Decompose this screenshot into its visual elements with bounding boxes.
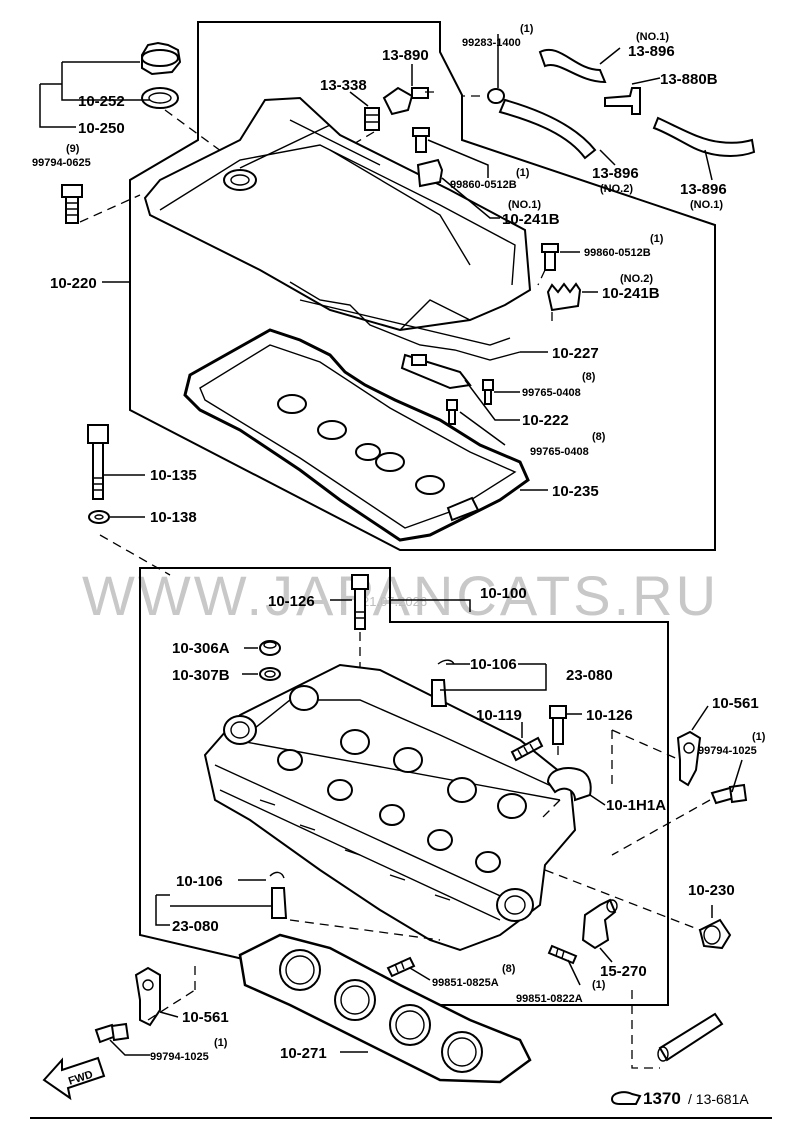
bolt-99794-0625 [61,184,83,224]
label-13-896-b: 13-896 [592,165,639,182]
qty-99794-1025-b: (1) [214,1037,228,1049]
label-10-241b-no2-note: (NO.2) [620,273,653,285]
bracket-10-561-b [134,966,161,1027]
bolt-10-126-b [549,705,567,745]
label-10-106-a: 10-106 [470,656,517,673]
label-13-896-c: 13-896 [680,181,727,198]
label-13-890: 13-890 [382,47,429,64]
label-10-227: 10-227 [552,345,599,362]
qty-99851-0825a: (8) [502,963,516,975]
label-10-235: 10-235 [552,483,599,500]
label-99283-1400: 99283-1400 [462,37,521,49]
valve-guide-upper [431,659,455,707]
stud-99851-0822a [547,944,578,965]
qty-99860-a: (1) [516,167,530,179]
seal-10-306a [259,640,281,656]
label-99765-0408-b: 99765-0408 [530,446,589,458]
label-13-896-no1-note: (NO.1) [636,31,669,43]
label-13-896-a: 13-896 [628,43,675,60]
label-10-241b-no1-note: (NO.1) [508,199,541,211]
label-10-250: 10-250 [78,120,125,137]
label-10-222: 10-222 [522,412,569,429]
label-10-306a: 10-306A [172,640,230,657]
label-23-080-b: 23-080 [172,918,219,935]
label-10-119: 10-119 [476,707,522,724]
label-10-100: 10-100 [480,585,527,602]
label-10-230: 10-230 [688,882,735,899]
stud-99851-0825a [386,956,416,978]
fwd-arrow: FWD [42,1056,106,1101]
oil-filler-cap [141,41,182,109]
bolt-99765-0408-b [446,399,458,425]
label-10-135: 10-135 [150,467,197,484]
bracket-10-561-a [676,730,702,787]
label-13-338: 13-338 [320,77,367,94]
reference-icon [610,1091,642,1105]
bolt-10-126-a [351,574,369,630]
seal-10-307b [259,667,281,681]
pcv-valve [382,86,429,116]
head-cover-gasket [183,328,530,542]
bracket-10-241b-no1 [412,127,444,188]
label-99851-0825a: 99851-0825A [432,977,499,989]
label-99794-0625: 99794-0625 [32,157,91,169]
qty-99765-b: (8) [592,431,606,443]
label-10-252: 10-252 [78,93,125,110]
qty-99794-1025-a: (1) [752,731,766,743]
reference-main: 1370 [643,1089,681,1108]
pcv-grommet [364,107,380,131]
label-99860-0512b-a: 99860-0512B [450,179,517,191]
plug-10-230 [698,918,732,950]
label-10-106-b: 10-106 [176,873,223,890]
label-23-080-a: 23-080 [566,667,613,684]
cylinder-head [203,663,577,952]
label-10-307b: 10-307B [172,667,230,684]
label-10-241b-no1: 10-241B [502,211,560,228]
stud-10-119 [510,736,544,762]
label-10-138: 10-138 [150,509,197,526]
label-10-220: 10-220 [50,275,97,292]
lower-group-frame [139,567,669,1006]
reference-sub: / 13-681A [688,1091,749,1107]
label-10-126-b: 10-126 [586,707,633,724]
cylinder-head-bolt [87,424,109,500]
qty-99765-a: (8) [582,371,596,383]
watermark: WWW.JAPANCATS.RU [82,564,719,627]
label-99765-0408-a: 99765-0408 [522,387,581,399]
qty-99283: (1) [520,23,534,35]
date-stamp: 21.07.2026 [362,594,427,609]
label-10-561-a: 10-561 [712,695,759,712]
outlet-15-270 [581,898,618,950]
label-10-241b-no2: 10-241B [602,285,660,302]
valve-guide-lower [269,871,288,919]
bolt-99794-1025-a [710,783,748,805]
bolt-washer [88,510,110,524]
label-99860-0512b-b: 99860-0512B [584,247,651,259]
label-10-1h1a: 10-1H1A [606,797,666,814]
head-gasket [238,933,532,1084]
label-99794-1025-a: 99794-1025 [698,745,757,757]
qty-99794-0625: (9) [66,143,80,155]
label-10-561-b: 10-561 [182,1009,229,1026]
label-99794-1025-b: 99794-1025 [150,1051,209,1063]
bracket-10-241b-no2 [541,243,582,312]
ventilation-hoses [487,48,756,160]
label-13-880b: 13-880B [660,71,718,88]
pipe-bottom [657,1012,724,1062]
label-13-896-b-note: (NO.2) [600,183,633,195]
label-10-271: 10-271 [280,1045,327,1062]
label-13-896-c-note: (NO.1) [690,199,723,211]
bolt-99794-1025-b [94,1022,130,1044]
label-10-126-a: 10-126 [268,593,315,610]
plate-10-227 [400,353,472,390]
label-99851-0822a: 99851-0822A [516,993,583,1005]
upper-group-frame [129,21,716,551]
bolt-99765-0408-a [482,379,494,405]
cylinder-head-cover [143,96,532,361]
qty-99851-0822a: (1) [592,979,606,991]
label-15-270: 15-270 [600,963,647,980]
qty-99860-b: (1) [650,233,664,245]
cam-cap-10-1h1a [546,767,592,802]
